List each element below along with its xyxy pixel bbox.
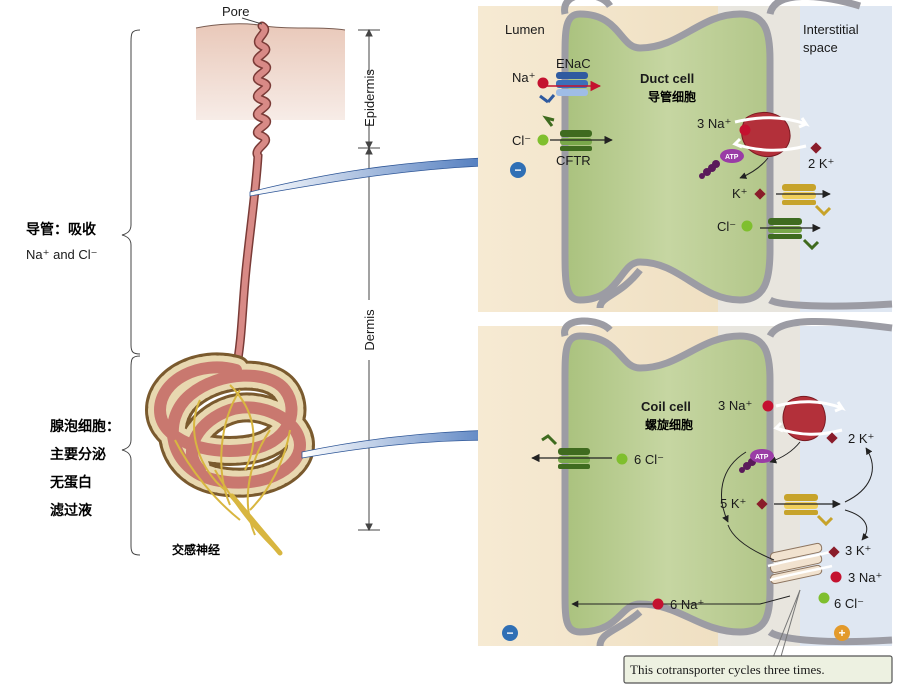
acinar-line-2: 主要分泌	[50, 446, 106, 463]
duct-cl-channel-label: Cl⁻	[717, 219, 736, 234]
interstitial-label-line2: space	[803, 40, 838, 55]
sweat-duct	[231, 21, 272, 375]
nkcc-k-label: 3 K⁺	[845, 543, 871, 558]
coil-apical-cl-label: 6 Cl⁻	[634, 452, 664, 467]
enac-label: ENaC	[556, 56, 591, 71]
nerve-label: 交感神经	[172, 542, 220, 557]
coil-lumen-charge: −	[506, 626, 513, 640]
duct-pump-na-label: 3 Na⁺	[697, 116, 731, 131]
duct-bracket	[121, 29, 141, 556]
secretory-coil	[144, 352, 316, 556]
cftr-cl-label: Cl⁻	[512, 133, 531, 148]
cotransporter-note: This cotransporter cycles three times.	[630, 662, 825, 677]
acinar-line-4: 滤过液	[50, 502, 93, 519]
enac-na-label: Na⁺	[512, 70, 535, 85]
duct-cell-title-cn: 导管细胞	[648, 89, 696, 104]
duct-lumen-charge: −	[514, 163, 521, 177]
pore-label: Pore	[222, 4, 249, 19]
coil-cell-panel	[478, 317, 893, 684]
lumen-label: Lumen	[505, 22, 545, 37]
paracellular-na-label: 6 Na⁺	[670, 597, 704, 612]
coil-pump-k-label: 2 K⁺	[848, 431, 874, 446]
duct-k-channel-label: K⁺	[732, 186, 748, 201]
duct-function-title: 导管：吸收	[26, 221, 97, 238]
coil-cell-title-cn: 螺旋细胞	[645, 417, 693, 432]
acinar-line-3: 无蛋白	[49, 474, 92, 491]
cftr-label: CFTR	[556, 153, 591, 168]
coil-interstitial-charge: +	[838, 626, 845, 640]
duct-pump-k-label: 2 K⁺	[808, 156, 834, 171]
coil-pump-na-label: 3 Na⁺	[718, 398, 752, 413]
epidermis-label: Epidermis	[362, 69, 377, 127]
interstitial-label-line1: Interstitial	[803, 22, 859, 37]
acinar-line-1: 腺泡细胞：	[50, 418, 120, 435]
duct-pointer-arrow	[249, 143, 511, 197]
duct-cell-title: Duct cell	[640, 71, 694, 86]
duct-atp-label: ATP	[725, 154, 739, 161]
coil-k-label: 5 K⁺	[720, 496, 746, 511]
nkcc-cl-label: 6 Cl⁻	[834, 596, 864, 611]
duct-cell-panel	[478, 0, 893, 312]
coil-cell-title: Coil cell	[641, 399, 691, 414]
duct-function-ions: Na⁺ and Cl⁻	[26, 247, 98, 262]
dermis-label: Dermis	[362, 309, 377, 351]
coil-atp-label: ATP	[755, 454, 769, 461]
nkcc-na-label: 3 Na⁺	[848, 570, 882, 585]
